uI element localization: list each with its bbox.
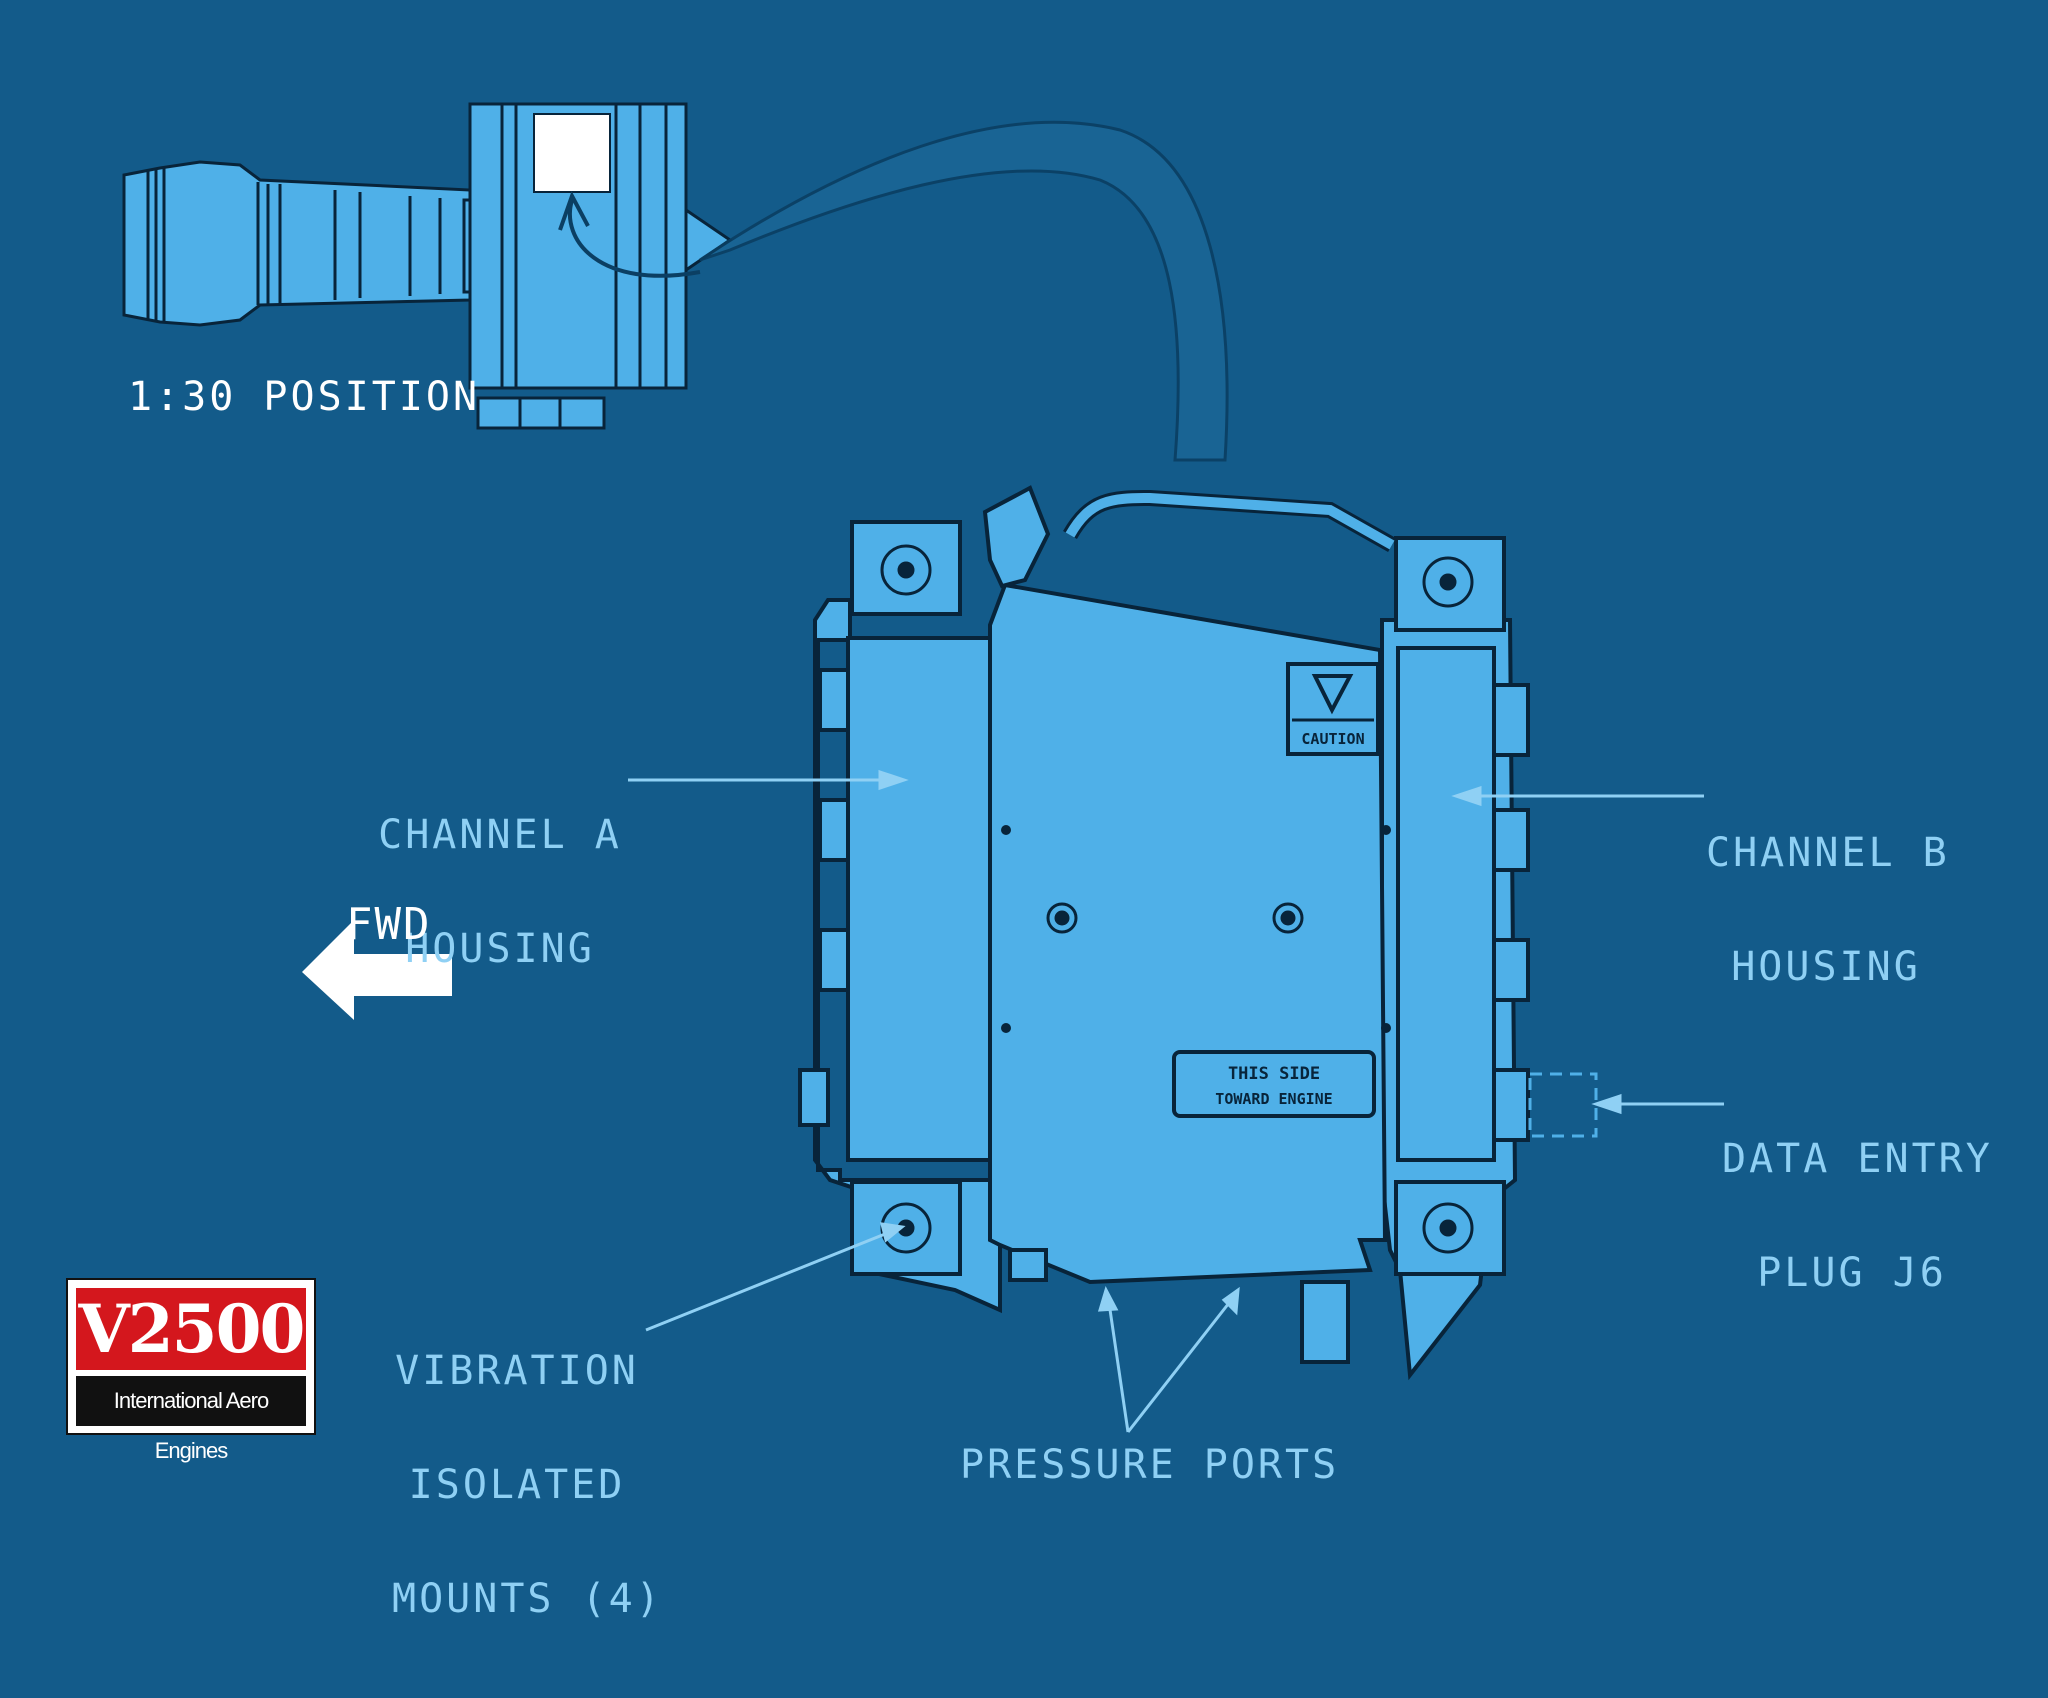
caution-triangle-icon [1311, 674, 1354, 715]
channel-a-line2: HOUSING [405, 926, 595, 972]
vibration-line3: MOUNTS (4) [392, 1576, 663, 1622]
caution-placard: CAUTION [1286, 662, 1380, 756]
vibration-mounts-label: VIBRATION ISOLATED MOUNTS (4) [392, 1276, 663, 1694]
housing-fasteners [1001, 825, 1391, 1033]
side-plate: THIS SIDE TOWARD ENGINE [1172, 1050, 1376, 1118]
callout-balloon [699, 120, 1229, 462]
engine-location-highlight [533, 113, 611, 193]
v2500-logo: V2500 International Aero Engines [66, 1278, 316, 1463]
caution-text: CAUTION [1301, 730, 1364, 748]
vibration-line2: ISOLATED [408, 1462, 626, 1508]
channel-b-line2: HOUSING [1731, 944, 1921, 990]
logo-subtitle: International Aero Engines [76, 1376, 306, 1463]
data-entry-line2: PLUG J6 [1757, 1250, 1947, 1296]
leader-lines [628, 769, 1724, 1433]
fwd-label: FWD [346, 899, 432, 950]
vibration-line1: VIBRATION [395, 1348, 639, 1394]
data-entry-line1: DATA ENTRY [1722, 1136, 1993, 1182]
side-plate-line1: THIS SIDE [1228, 1064, 1320, 1084]
diagram-canvas: CAUTION THIS SIDE TOWARD ENGINE [66, 102, 1993, 1619]
engine-location-pointer [567, 199, 701, 278]
pressure-ports-label: PRESSURE PORTS [960, 1442, 1340, 1488]
data-entry-label: DATA ENTRY PLUG J6 [1722, 1064, 1993, 1368]
channel-b-label: CHANNEL B HOUSING [1706, 758, 1950, 1062]
fwd-arrow-icon [302, 920, 452, 1020]
channel-a-label: CHANNEL A HOUSING [360, 740, 640, 1044]
diagram-drawing: CAUTION THIS SIDE TOWARD ENGINE [122, 102, 1724, 1433]
side-plate-line2: TOWARD ENGINE [1215, 1090, 1332, 1108]
logo-mark: V2500 [76, 1288, 306, 1370]
data-entry-plug-outline [1528, 1072, 1598, 1138]
engine-illustration [122, 102, 733, 430]
channel-a-line1: CHANNEL A [378, 812, 622, 858]
channel-b-line1: CHANNEL B [1706, 830, 1950, 876]
mount-details [880, 544, 1474, 1254]
eec-unit [798, 485, 1530, 1381]
position-label: 1:30 POSITION [128, 374, 481, 420]
